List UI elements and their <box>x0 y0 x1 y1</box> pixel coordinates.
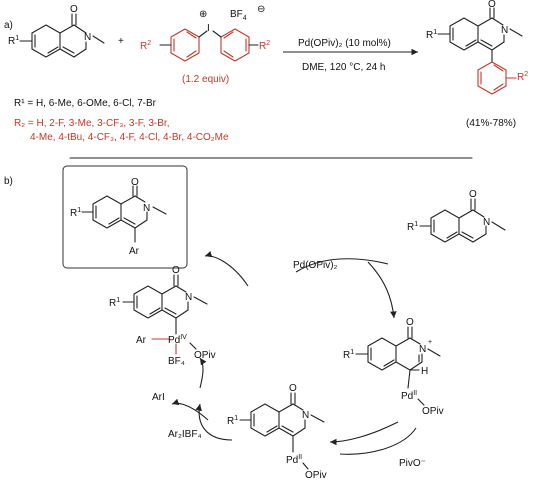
product-r2: R2 <box>517 71 528 83</box>
product-structure: O N R1 R2 <box>426 0 528 95</box>
pivalate-base: PivO⁻ <box>399 458 426 469</box>
pd2-intermediate: O N R1 PdII OPiv <box>227 383 327 481</box>
pd2h-nitrogen: N <box>419 344 426 355</box>
yield-range: (41%-78%) <box>466 118 516 129</box>
substrate-r1: R1 <box>407 221 418 233</box>
pd2h-carbonyl-oxygen: O <box>406 317 414 328</box>
box-r1: R1 <box>70 207 81 219</box>
reactant-isoquinolinone: O N R1 <box>8 4 105 58</box>
pd2-nitrogen: N <box>302 410 309 421</box>
pd2-h-intermediate: O N + R1 H PdII OPiv <box>343 317 444 417</box>
box-nitrogen: N <box>143 203 150 214</box>
pd2h-r1: R1 <box>343 349 354 361</box>
part-b-label: b) <box>4 176 13 187</box>
pd2-palladium: PdII <box>286 454 302 466</box>
pd2h-hydrogen: H <box>421 366 428 377</box>
substrate-nitrogen: N <box>483 217 490 228</box>
product-nitrogen: N <box>501 25 508 36</box>
catalyst-label: Pd(OPiv)₂ <box>293 260 338 271</box>
r2-scope-line1: R₂ = H, 2-F, 3-Me, 3-CF₃, 3-F, 3-Br, <box>14 118 169 129</box>
box-aryl: Ar <box>129 246 140 257</box>
ring-nitrogen: N <box>84 32 91 43</box>
cycle-arrows <box>171 251 417 455</box>
pd2h-nitrogen-charge: + <box>428 339 432 346</box>
product-box <box>62 165 188 269</box>
r2-scope-line2: 4-Me, 4-tBu, 4-CF₃, 4-F, 4-Cl, 4-Br, 4-C… <box>30 132 229 143</box>
pd4-carbonyl-oxygen: O <box>172 265 180 276</box>
aryl-iodide-byproduct: ArI <box>152 392 165 403</box>
pd2-r1: R1 <box>227 415 238 427</box>
iodonium-charge: ⊕ <box>199 9 207 20</box>
pd4-nitrogen: N <box>185 292 192 303</box>
conditions-solvent-temp: DME, 120 °C, 24 h <box>302 62 385 73</box>
pd2h-opiv: OPiv <box>422 406 444 417</box>
substrate-structure: O N R1 <box>407 189 506 243</box>
boxed-product-structure: O N R1 Ar <box>70 177 167 257</box>
r1-scope: R¹ = H, 6-Me, 6-OMe, 6-Cl, 7-Br <box>14 98 157 109</box>
r1-substituent: R1 <box>8 35 19 47</box>
product-carbonyl-oxygen: O <box>488 0 496 10</box>
pd4-opiv: OPiv <box>194 350 216 361</box>
counterion-charge: ⊖ <box>257 4 265 15</box>
r2-left-substituent: R2 <box>140 40 151 52</box>
part-a-label: a) <box>4 20 13 31</box>
pd2-opiv: OPiv <box>305 470 327 481</box>
diaryliodonium-reagent: I ⊕ BF4 ⊖ R2 R2 (1.2 equiv) <box>140 4 270 85</box>
pd4-bf4: BF₄ <box>168 356 185 367</box>
conditions-catalyst: Pd(OPiv)₂ (10 mol%) <box>298 38 391 49</box>
substrate-carbonyl-oxygen: O <box>469 189 477 200</box>
pd2-carbonyl-oxygen: O <box>289 383 297 394</box>
reagent-equiv: (1.2 equiv) <box>182 74 229 85</box>
pd4-r1: R1 <box>109 297 120 309</box>
carbonyl-oxygen: O <box>70 4 78 15</box>
oxidant-label: Ar₂IBF₄ <box>168 429 202 440</box>
pd4-aryl: Ar <box>136 335 147 346</box>
r2-right-substituent: R2 <box>259 40 270 52</box>
counterion: BF4 <box>230 9 247 22</box>
pd4-palladium: PdIV <box>168 334 187 346</box>
box-carbonyl-oxygen: O <box>131 177 139 188</box>
product-r1: R1 <box>426 29 437 41</box>
iodine-atom: I <box>207 23 210 34</box>
pd4-intermediate: O N R1 PdIV Ar BF₄ OPiv <box>109 265 216 367</box>
plus-sign: + <box>118 36 124 47</box>
pd2h-palladium: PdII <box>401 390 417 402</box>
